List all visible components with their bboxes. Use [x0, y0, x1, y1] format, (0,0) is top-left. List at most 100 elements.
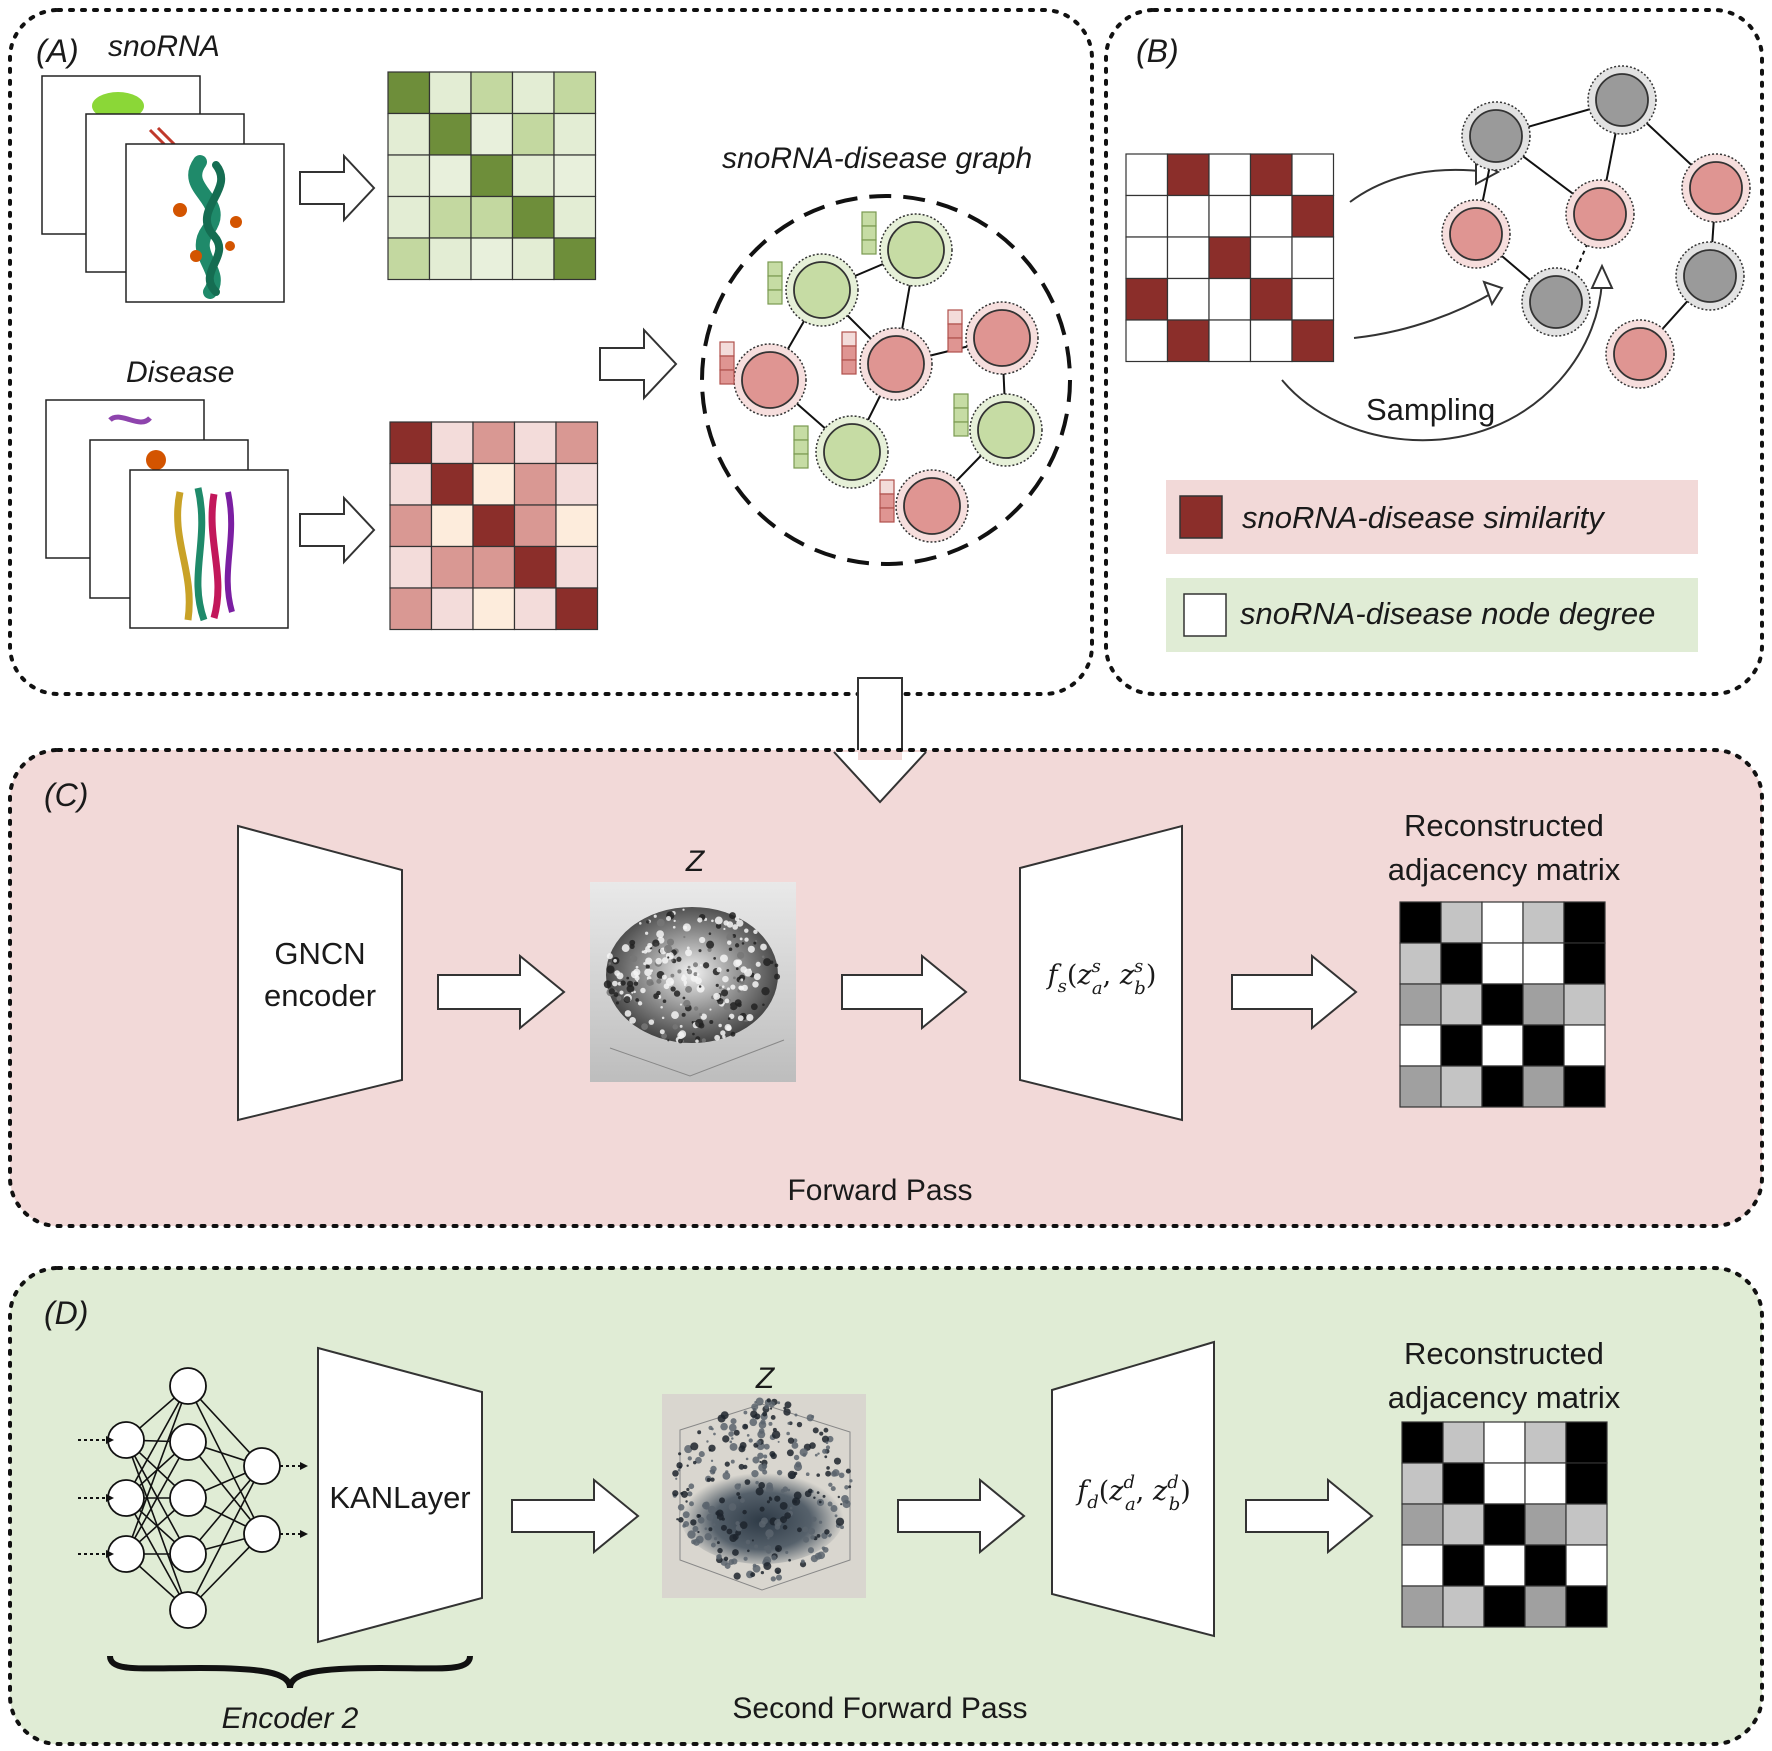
snorna-node	[887, 221, 945, 279]
disease-matrix-cell	[555, 545, 599, 589]
reconstructed-matrix-c	[1399, 901, 1606, 1108]
snorna-similarity-matrix	[387, 71, 597, 281]
sampling-matrix-cell	[1291, 236, 1335, 280]
output-title-line2-c: adjacency matrix	[1388, 852, 1621, 887]
reconstructed-c-cell	[1440, 1065, 1483, 1108]
legend-degree-bg	[1166, 578, 1698, 652]
second-forward-pass-caption: Second Forward Pass	[732, 1692, 1027, 1725]
reconstructed-d-cell	[1524, 1544, 1567, 1587]
disease-matrix-cell	[472, 587, 516, 631]
sampled-graph	[1441, 65, 1751, 389]
reconstructed-d-cell	[1524, 1462, 1567, 1505]
disease-matrix-cell	[472, 504, 516, 548]
panel-b-border	[1104, 8, 1764, 696]
sampling-matrix-cell	[1208, 153, 1252, 197]
disease-matrix-cell	[555, 587, 599, 631]
reconstructed-d-cell	[1524, 1421, 1567, 1464]
sampled-gray-node	[1529, 275, 1583, 329]
sampling-matrix-cell	[1291, 153, 1335, 197]
disease-matrix-cell	[389, 587, 433, 631]
snorna-matrix-cell	[553, 195, 597, 239]
reconstructed-c-cell	[1481, 901, 1524, 944]
sampling-matrix-cell	[1249, 319, 1293, 363]
reconstructed-c-cell	[1563, 1065, 1606, 1108]
disease-matrix-cell	[472, 545, 516, 589]
snorna-matrix-cell	[470, 237, 514, 281]
sampling-matrix-cell	[1125, 319, 1169, 363]
reconstructed-c-cell	[1563, 901, 1606, 944]
disease-matrix-cell	[430, 462, 474, 506]
disease-matrix-cell	[430, 504, 474, 548]
snorna-node	[793, 261, 851, 319]
reconstructed-d-cell	[1442, 1421, 1485, 1464]
snorna-node	[823, 423, 881, 481]
reconstructed-c-cell	[1440, 901, 1483, 944]
output-title-line1-d: Reconstructed	[1404, 1336, 1604, 1371]
legend-degree-label: snoRNA-disease node degree	[1240, 596, 1655, 631]
snorna-node	[977, 401, 1035, 459]
snorna-matrix-cell	[470, 195, 514, 239]
reconstructed-matrix-d	[1401, 1421, 1608, 1628]
panel-a: (A) snoRNA Disease	[8, 8, 1094, 696]
snorna-matrix-cell	[511, 237, 555, 281]
disease-structure-images	[45, 399, 289, 629]
sampling-matrix-cell	[1125, 194, 1169, 238]
sampling-matrix-cell	[1125, 153, 1169, 197]
mlp-neuron	[169, 1535, 207, 1573]
z-label-c: Z	[685, 845, 706, 878]
mlp-neuron	[243, 1515, 281, 1553]
snorna-disease-graph	[719, 211, 1043, 543]
mlp-neuron	[243, 1447, 281, 1485]
reconstructed-c-cell	[1481, 1024, 1524, 1067]
forward-pass-caption: Forward Pass	[787, 1174, 972, 1207]
snorna-matrix-cell	[387, 112, 431, 156]
sampling-matrix-cell	[1125, 277, 1169, 321]
snorna-matrix-cell	[511, 112, 555, 156]
encoder-brace	[107, 1655, 473, 1689]
reconstructed-c-cell	[1563, 1024, 1606, 1067]
arrow-disease-to-matrix	[299, 495, 376, 565]
sampled-red-node	[1573, 187, 1627, 241]
snorna-matrix-cell	[428, 154, 472, 198]
sampling-matrix-cell	[1249, 153, 1293, 197]
disease-node	[903, 477, 961, 535]
disease-node	[867, 335, 925, 393]
disease-matrix-cell	[430, 545, 474, 589]
disease-label: Disease	[126, 356, 234, 389]
reconstructed-d-cell	[1565, 1503, 1608, 1546]
snorna-matrix-cell	[511, 195, 555, 239]
encoder-label-line2: encoder	[264, 978, 376, 1013]
reconstructed-c-cell	[1563, 983, 1606, 1026]
sampled-gray-node	[1683, 249, 1737, 303]
reconstructed-d-cell	[1442, 1544, 1485, 1587]
reconstructed-c-cell	[1481, 983, 1524, 1026]
snorna-matrix-cell	[553, 112, 597, 156]
snorna-matrix-cell	[470, 112, 514, 156]
legend-degree-swatch	[1183, 593, 1227, 637]
sampling-matrix-cell	[1166, 277, 1210, 321]
snorna-matrix-cell	[428, 237, 472, 281]
reconstructed-d-cell	[1401, 1585, 1444, 1628]
sampling-matrix	[1125, 153, 1335, 363]
reconstructed-d-cell	[1483, 1585, 1526, 1628]
disease-matrix-cell	[389, 462, 433, 506]
sampling-matrix-cell	[1166, 153, 1210, 197]
sampling-matrix-cell	[1166, 319, 1210, 363]
snorna-matrix-cell	[387, 237, 431, 281]
sampling-matrix-cell	[1208, 319, 1252, 363]
kan-layer-label: KANLayer	[329, 1480, 470, 1515]
sampling-matrix-cell	[1291, 194, 1335, 238]
reconstructed-d-cell	[1442, 1462, 1485, 1505]
arrow-decoder-to-output-d	[1245, 1477, 1374, 1555]
reconstructed-d-cell	[1483, 1503, 1526, 1546]
reconstructed-d-cell	[1401, 1462, 1444, 1505]
reconstructed-d-cell	[1524, 1585, 1567, 1628]
disease-matrix-cell	[555, 421, 599, 465]
sampling-label: Sampling	[1366, 392, 1495, 427]
output-title-line2-d: adjacency matrix	[1388, 1380, 1621, 1415]
reconstructed-d-cell	[1565, 1585, 1608, 1628]
kan-layer-block	[317, 1346, 483, 1644]
legend-similarity-bg	[1166, 480, 1698, 554]
reconstructed-d-cell	[1401, 1544, 1444, 1587]
